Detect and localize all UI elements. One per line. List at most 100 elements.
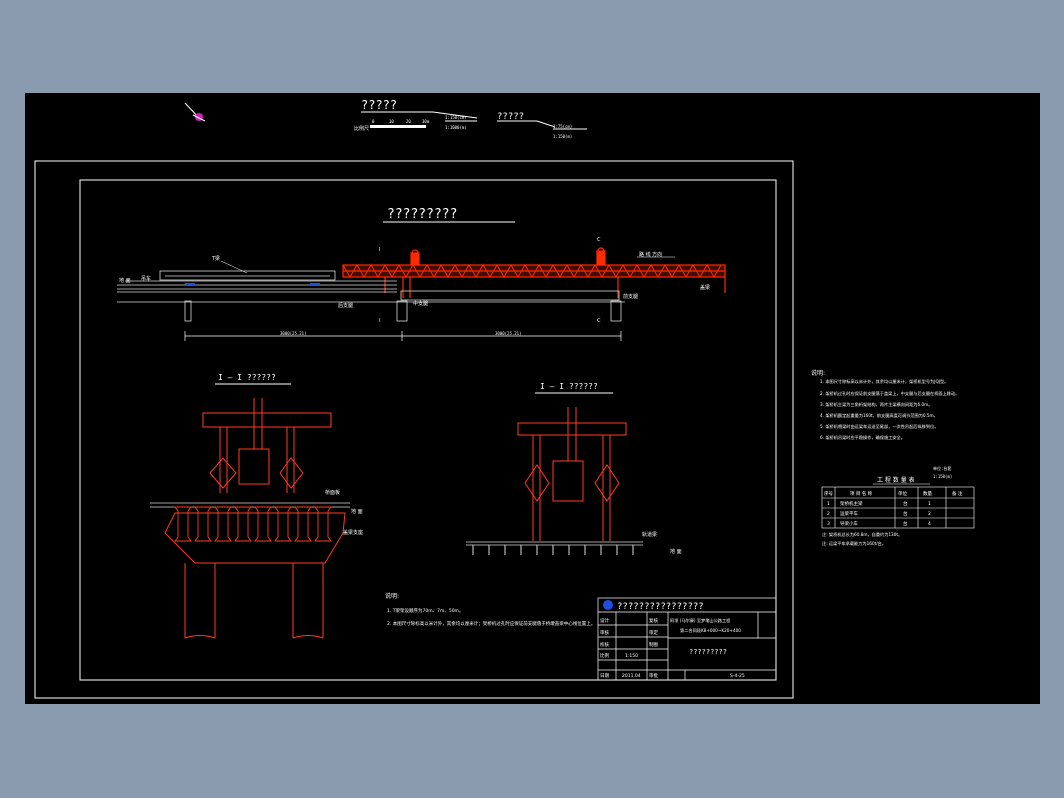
table-row-3-unit: 台	[903, 520, 908, 527]
table-header-1: 序号	[824, 490, 833, 497]
table-row-3-name: 导梁小车	[840, 520, 858, 527]
section2-title: I — I ??????	[540, 382, 598, 391]
girder-section	[274, 506, 292, 542]
title-block-subtitle: 第二合同段K8+000~K20+400	[680, 627, 741, 634]
section-mark-1: I	[379, 247, 380, 253]
tb-r5-c3: 审批	[649, 672, 658, 679]
table-title: 工 程 数 量 表	[877, 476, 915, 484]
scale-tick-1: 10	[389, 119, 394, 124]
bridge-deck	[117, 270, 625, 322]
section2-label-ground: 地 面	[670, 548, 682, 555]
scale-bar-label: 比例尺	[354, 125, 369, 132]
title-block-project: 阿坝 (马尔康) 至梦笔山公路工程	[670, 617, 731, 624]
tb-r4-c1: 比例	[600, 652, 609, 659]
section-mark-3: C	[597, 237, 601, 243]
elevation-title: ?????????	[387, 207, 457, 222]
girder-section	[254, 506, 272, 542]
table-row-1-no: 1	[827, 501, 830, 507]
tb-r4-c2: 1:150	[625, 653, 638, 659]
table-row-1-unit: 台	[903, 500, 908, 507]
table-row-3-qty: 4	[928, 521, 931, 527]
notes-right: 说明: 1. 本图尺寸除标高以米计外，其余均以厘米计，架桥机型号为JQJ型。 2…	[811, 369, 959, 441]
tb-r5-c4: S-4-25	[730, 673, 745, 679]
scale-tick-0: 0	[372, 119, 375, 124]
label-front-leg: 前支腿	[623, 293, 638, 300]
label-ground: 地 面	[119, 277, 131, 284]
table-row-2-no: 2	[827, 511, 830, 517]
title-block-drawing-title: ?????????	[689, 648, 727, 656]
section1-title: I — I ??????	[218, 373, 276, 382]
table-row-2-name: 运梁平车	[840, 510, 858, 517]
notes-right-line-5: 5. 架桥机喂梁时由运梁车运送至尾部，一次性吊起后纵移到位。	[820, 423, 938, 430]
scale-text-1: 1:150(cm)	[445, 115, 467, 120]
notes-right-line-1: 1. 本图尺寸除标高以米计外，其余均以厘米计，架桥机型号为JQJ型。	[820, 378, 948, 385]
notes-left: 说明: 1. T梁架设顺序为70m、7m、50m。 2. 本图尺寸除标高以米计外…	[385, 592, 595, 627]
label-road: 路 线 方向	[639, 251, 662, 258]
scale-tick-2: 20	[406, 119, 411, 124]
girder-section	[314, 506, 332, 542]
girder-section	[234, 506, 252, 542]
table-row-2-qty: 2	[928, 511, 931, 517]
dim-right: 3000(25.21)	[495, 331, 522, 336]
tb-r2-c1: 审核	[600, 629, 609, 636]
notes-right-line-4: 4. 架桥机额定起重量为160t，前支腿高度可调节范围为0.5m。	[820, 412, 938, 419]
section1-label-cap: 盖梁支座	[343, 529, 363, 536]
inner-frame	[79, 179, 777, 681]
table-subtitle-1: 单位:台套	[933, 465, 951, 471]
section-two: I — I ?????? 轨道梁 地 面	[466, 382, 682, 555]
cad-viewport[interactable]: ????? 比例尺 0 10 20 30m 1:150(cm) 1:1000(m…	[25, 93, 1040, 704]
section-mark-4: C	[597, 318, 601, 324]
title-block-header: ????????????????	[617, 602, 704, 612]
table-header-3: 单位	[898, 490, 907, 497]
notes-left-line-1: 1. T梁架设顺序为70m、7m、50m。	[387, 607, 463, 614]
tb-r3-c3: 制图	[649, 641, 658, 648]
label-crane: 吊车	[141, 275, 151, 282]
scale2-text-2: 1:150(m)	[553, 134, 572, 139]
table-subtitle-2: 1:150(m)	[933, 474, 952, 479]
table-footnote-1: 注: 架桥机总长为60.8m，自重约为130t。	[822, 531, 902, 538]
launching-truss	[342, 247, 726, 298]
girder-section	[174, 506, 192, 542]
elevation-view: ?????????	[117, 207, 726, 341]
scale-text-2: 1:1000(m)	[445, 125, 467, 130]
scale-bar-title: ?????	[361, 98, 397, 112]
notes-right-line-2: 2. 架桥机过孔时应保证前支腿落于盖梁上，中支腿与后支腿在桥面上移动。	[820, 390, 959, 397]
table-row-1-name: 架桥机主梁	[840, 500, 863, 507]
notes-right-heading: 说明:	[811, 369, 825, 377]
table-row-2-unit: 台	[903, 510, 908, 517]
section1-label-ground: 地 面	[351, 508, 363, 515]
table-header-4: 数量	[923, 490, 932, 497]
table-row-1-qty: 1	[928, 501, 931, 507]
tb-r1-c1: 设计	[600, 617, 609, 624]
ucs-icon	[184, 102, 206, 122]
dim-left: 3000(25.21)	[280, 331, 307, 336]
scale2-text-1: 1:75(cm)	[553, 124, 572, 129]
girder-section	[194, 506, 212, 542]
title-block: ???????????????? 阿坝 (马尔康) 至梦笔山公路工程 第二合同段…	[597, 597, 777, 681]
tb-r3-c1: 校核	[600, 641, 609, 648]
tb-r2-c3: 审定	[649, 629, 658, 636]
table-footnote-2: 注: 运梁平车承载能力为160t/台。	[822, 540, 886, 547]
label-girder: T梁	[211, 255, 220, 262]
label-rear-leg: 后支腿	[338, 302, 353, 309]
label-cap: 盖梁	[700, 284, 710, 291]
table-row-3-no: 3	[827, 521, 830, 527]
outer-frame	[34, 160, 794, 699]
notes-left-heading: 说明:	[385, 592, 399, 600]
section1-label-deck: 桥面板	[325, 489, 340, 496]
section-one: I — I ?????? 桥面板 地 面 盖梁支座	[150, 373, 363, 639]
notes-left-line-2: 2. 本图尺寸除标高以米计外，其余均以厘米计；架桥机过孔时应保证前支腿落于桥墩盖…	[387, 620, 595, 627]
table-header-5: 备 注	[952, 490, 963, 497]
section2-label-track: 轨道梁	[642, 531, 657, 538]
tb-r5-c1: 日期	[600, 673, 609, 679]
crane-blue-marks	[185, 283, 320, 286]
title-block-logo	[603, 600, 613, 610]
tb-r1-c3: 复核	[649, 617, 658, 624]
girder-section	[214, 506, 232, 542]
notes-right-line-3: 3. 架桥机主梁为三角桁架结构，两片主梁横向间距为6.0m。	[820, 401, 932, 408]
section-mark-2: I	[379, 318, 380, 324]
scale-bar-2: ????? 1:75(cm) 1:150(m)	[497, 112, 587, 139]
quantity-table: 工 程 数 量 表 单位:台套 1:150(m) 序号 项 目 名 称 单位 数…	[821, 465, 975, 547]
notes-right-line-6: 6. 架桥机吊梁时应平稳操作，确保施工安全。	[820, 434, 905, 441]
cad-drawing: ????? 比例尺 0 10 20 30m 1:150(cm) 1:1000(m…	[34, 98, 975, 699]
